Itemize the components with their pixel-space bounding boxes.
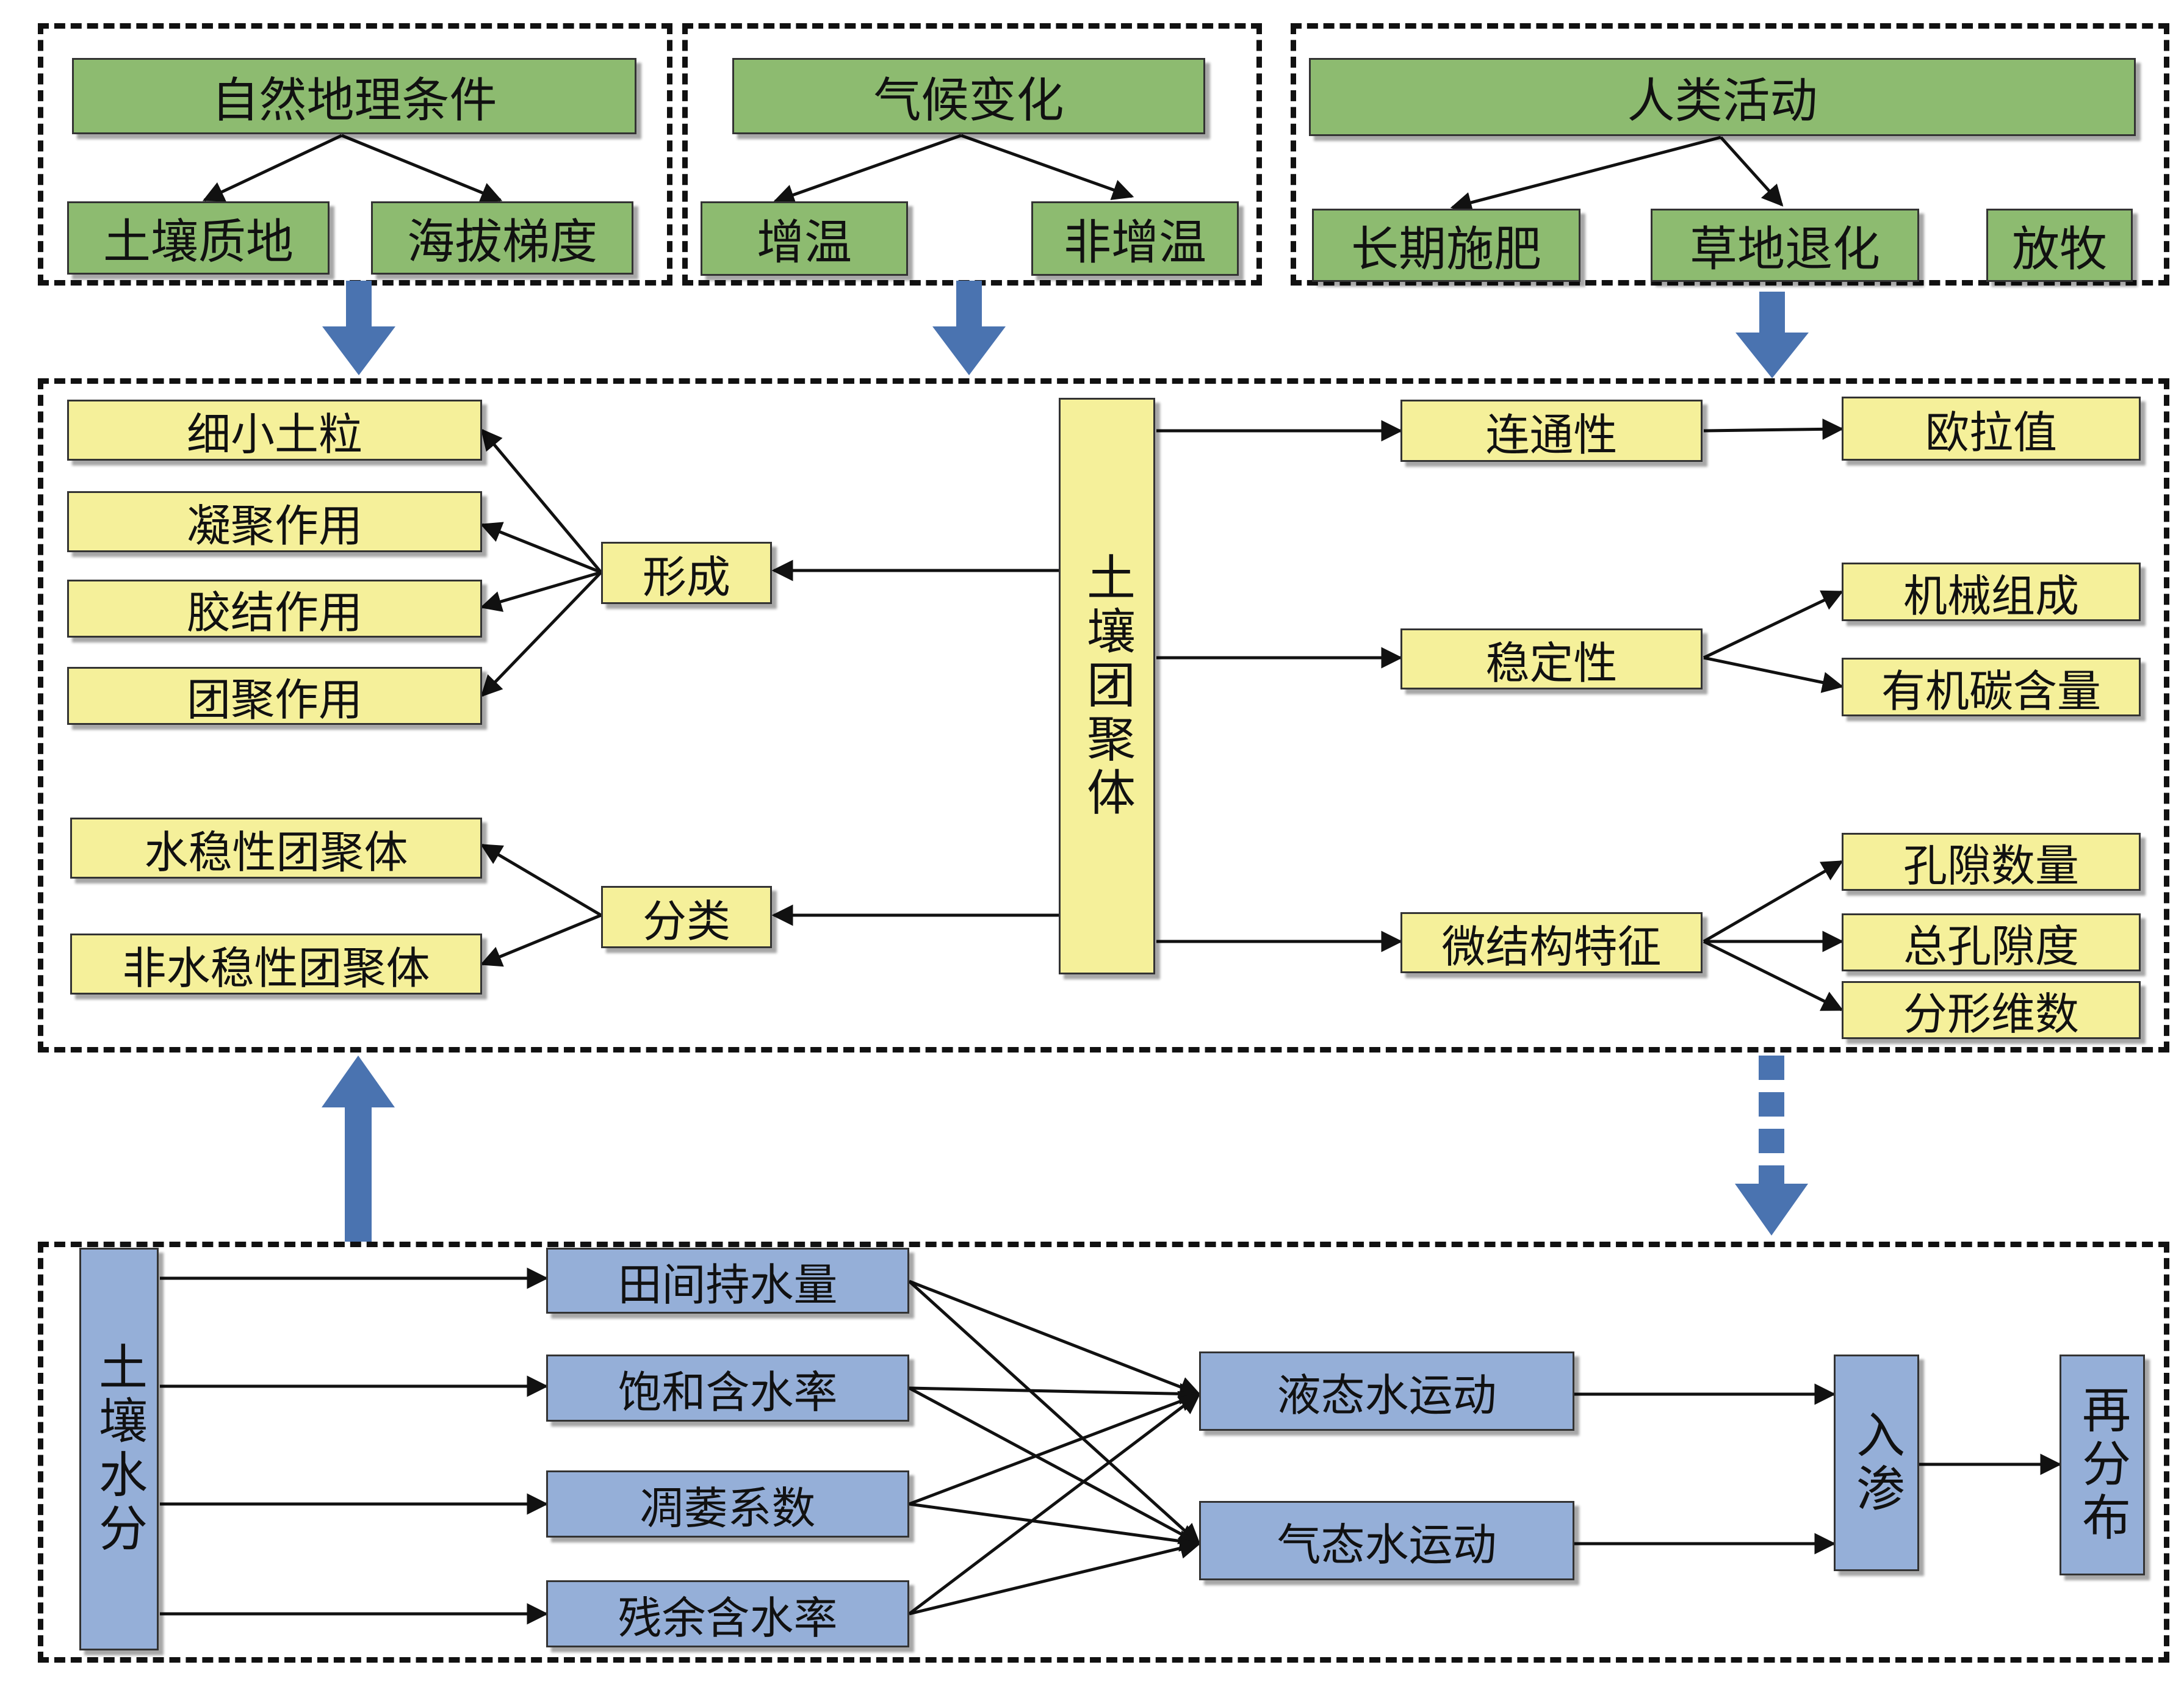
arrow-residual-to-liquid <box>908 1392 1201 1615</box>
warming-box: 增温 <box>701 201 908 276</box>
arrow-natural-to-altitude <box>341 134 503 203</box>
stability-box: 稳定性 <box>1400 628 1703 689</box>
water-stable-aggregate-box: 水稳性团聚体 <box>70 818 482 879</box>
fractal-dimension-box: 分形维数 <box>1842 981 2141 1040</box>
soil-water-center-box: 土壤水分 <box>79 1248 159 1650</box>
big-arrow-climate-down <box>932 281 1006 375</box>
field-capacity-box: 田间持水量 <box>546 1248 909 1314</box>
long-term-fertilization-box: 长期施肥 <box>1312 209 1580 282</box>
connectivity-box: 连通性 <box>1400 400 1703 462</box>
arrow-field-to-vapor <box>908 1280 1201 1545</box>
euler-value-box: 欧拉值 <box>1842 397 2141 461</box>
big-arrows <box>322 281 1809 1242</box>
soil-aggregate-region <box>38 378 2169 1052</box>
total-porosity-box: 总孔隙度 <box>1842 913 2141 972</box>
human-activity-region <box>1291 23 2169 286</box>
arrow-class-to-non-water-stable <box>480 913 602 967</box>
wilting-coefficient-box: 凋萎系数 <box>546 1470 909 1538</box>
arrow-formation-to-fine-particles <box>480 428 602 574</box>
arrow-micro-to-pore-count <box>1703 860 1844 943</box>
arrow-human-to-fertilization <box>1450 135 1721 213</box>
vapor-water-movement-box: 气态水运动 <box>1199 1501 1574 1580</box>
infiltration-box: 入渗 <box>1834 1355 1919 1571</box>
arrow-saturated-to-vapor <box>908 1386 1202 1545</box>
organic-carbon-content-box: 有机碳含量 <box>1842 658 2141 717</box>
arrow-micro-to-fractal <box>1703 940 1844 1012</box>
classification-box: 分类 <box>601 886 772 948</box>
liquid-water-movement-box: 液态水运动 <box>1199 1351 1574 1431</box>
arrow-class-to-water-stable <box>480 843 602 917</box>
aggregation-box: 团聚作用 <box>67 667 482 725</box>
non-warming-box: 非增温 <box>1031 201 1239 276</box>
arrow-climate-to-nonwarming <box>960 134 1134 200</box>
arrow-climate-to-warming <box>773 134 962 205</box>
microstructure-box: 微结构特征 <box>1400 912 1703 973</box>
arrow-stability-to-mechanical <box>1703 590 1844 660</box>
climate-change-title: 气候变化 <box>732 58 1205 134</box>
soil-water-region <box>38 1242 2169 1663</box>
soil-texture-box: 土壤质地 <box>67 201 330 275</box>
soil-aggregate-center-box: 土壤团聚体 <box>1059 398 1155 974</box>
grassland-degradation-box: 草地退化 <box>1651 209 1919 282</box>
pore-count-box: 孔隙数量 <box>1842 833 2141 891</box>
flocculation-box: 凝聚作用 <box>67 491 482 552</box>
big-arrow-human-down <box>1735 292 1809 378</box>
arrow-residual-to-vapor <box>909 1538 1202 1616</box>
non-water-stable-aggregate-box: 非水稳性团聚体 <box>70 934 482 995</box>
arrow-field-to-liquid <box>909 1279 1202 1397</box>
arrow-connectivity-to-euler <box>1703 418 1844 440</box>
altitude-gradient-box: 海拔梯度 <box>371 201 633 275</box>
big-arrow-water-up <box>322 1056 395 1242</box>
fine-soil-particles-box: 细小土粒 <box>67 400 482 461</box>
cementation-box: 胶结作用 <box>67 580 482 638</box>
arrow-formation-to-aggregation <box>480 571 602 697</box>
arrow-human-to-degradation <box>1720 136 1784 207</box>
big-arrow-natural-down <box>322 281 395 375</box>
arrow-formation-to-flocculation <box>480 522 602 574</box>
redistribution-box: 再分布 <box>2060 1355 2145 1575</box>
mechanical-composition-box: 机械组成 <box>1842 563 2141 622</box>
arrow-natural-to-texture <box>202 134 343 202</box>
human-activity-title: 人类活动 <box>1309 58 2136 136</box>
arrow-wilting-to-vapor <box>909 1502 1202 1552</box>
saturated-water-content-box: 饱和含水率 <box>546 1355 909 1422</box>
grazing-box: 放牧 <box>1986 209 2133 282</box>
arrow-saturated-to-liquid <box>909 1383 1202 1405</box>
formation-box: 形成 <box>601 542 772 604</box>
arrow-stability-to-organic-carbon <box>1703 656 1844 693</box>
residual-water-content-box: 残余含水率 <box>546 1580 909 1647</box>
arrow-formation-to-cementation <box>480 570 602 612</box>
natural-conditions-title: 自然地理条件 <box>72 58 636 134</box>
big-arrow-dashed-down <box>1735 1056 1808 1236</box>
arrow-wilting-to-liquid <box>909 1391 1202 1506</box>
